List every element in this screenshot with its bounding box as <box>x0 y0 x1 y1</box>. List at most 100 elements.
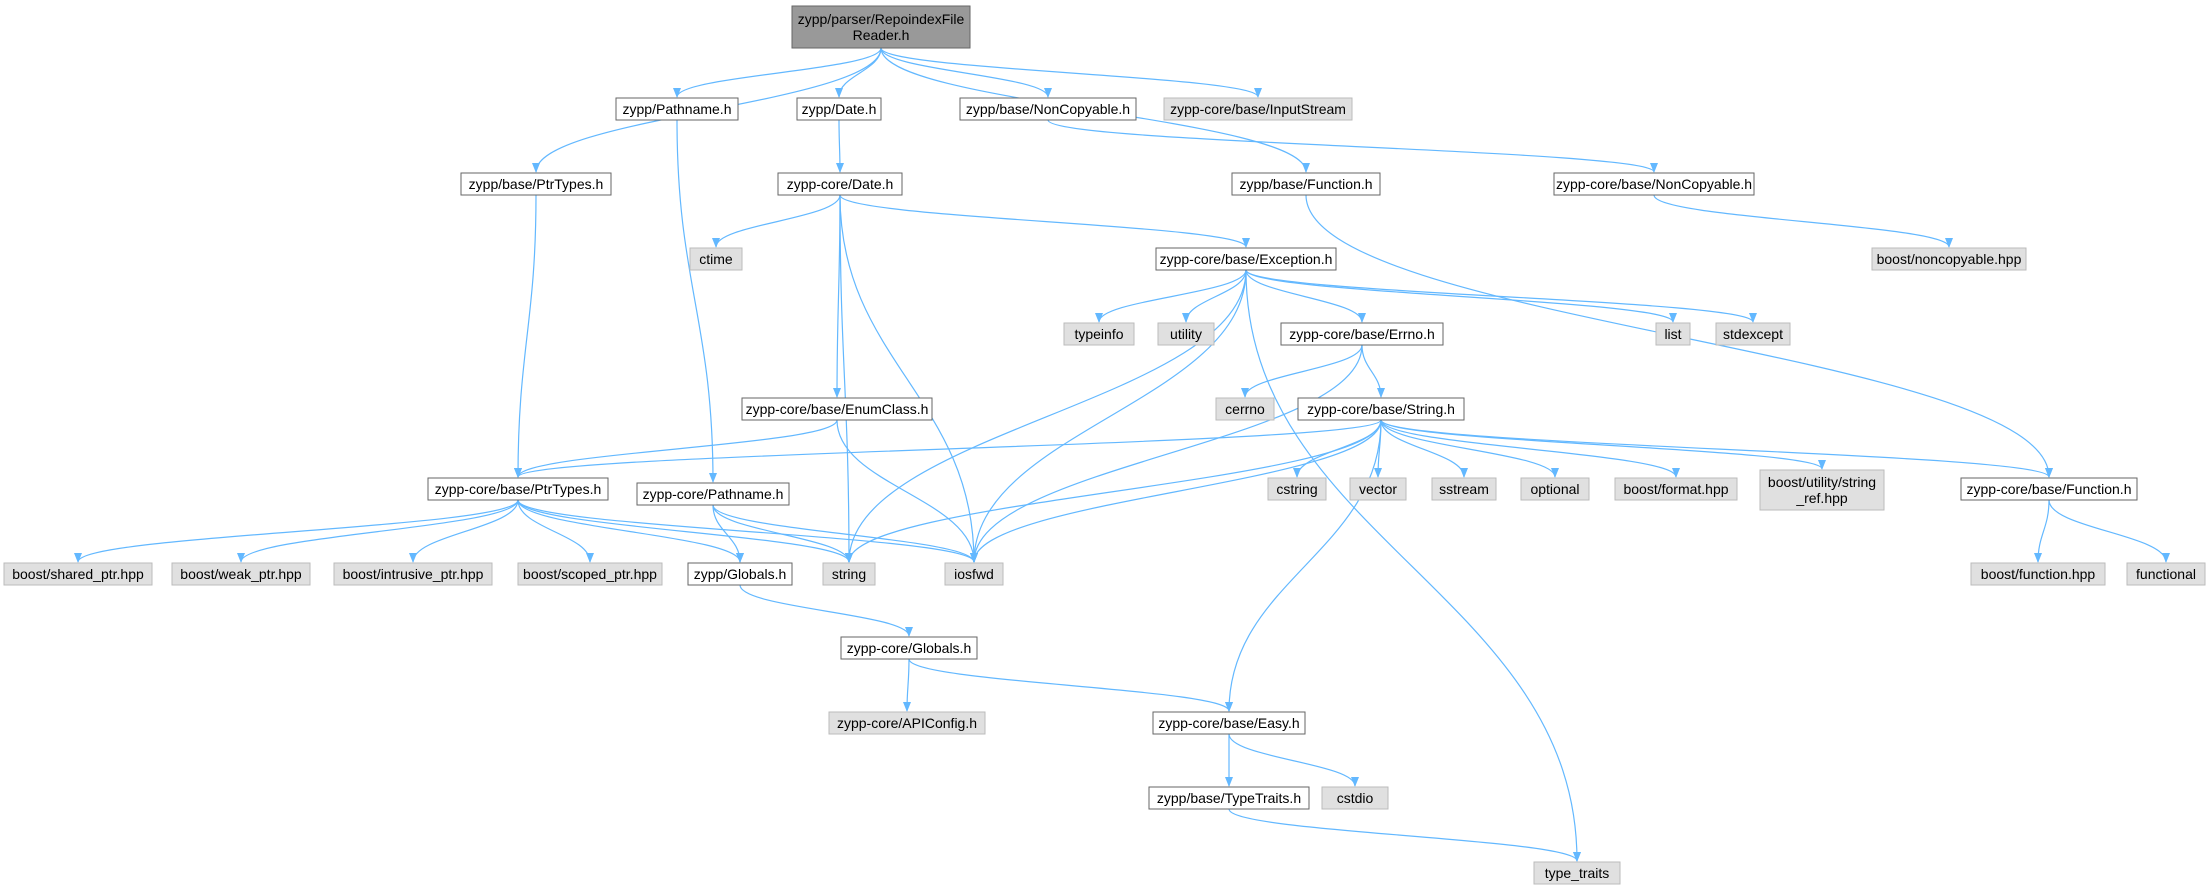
node-function[interactable]: zypp/base/Function.h <box>1231 172 1381 196</box>
node-errno[interactable]: zypp-core/base/Errno.h <box>1280 322 1444 346</box>
node-box <box>1163 97 1353 121</box>
node-box <box>1431 477 1497 501</box>
node-label: zypp-core/base/PtrTypes.h <box>435 481 602 497</box>
node-boostutility[interactable]: boost/utility/string_ref.hpp <box>1759 469 1885 511</box>
edge-ptrtypes-to-coreptrtypes <box>514 194 537 478</box>
node-pathname[interactable]: zypp/Pathname.h <box>615 97 739 121</box>
node-intrusiveptr[interactable]: boost/intrusive_ptr.hpp <box>333 562 493 586</box>
node-boostformat[interactable]: boost/format.hpp <box>1614 477 1738 501</box>
node-scopedptr[interactable]: boost/scoped_ptr.hpp <box>517 562 663 586</box>
edge-exception-to-utility <box>1182 269 1247 323</box>
node-noncopyable[interactable]: zypp/base/NonCopyable.h <box>959 97 1137 121</box>
node-type-traits[interactable]: type_traits <box>1533 861 1621 885</box>
edge-coreptrtypes-to-intrusiveptr <box>409 499 519 563</box>
node-corefunction[interactable]: zypp-core/base/Function.h <box>1960 477 2138 501</box>
node-optional[interactable]: optional <box>1520 477 1590 501</box>
node-easy[interactable]: zypp-core/base/Easy.h <box>1152 711 1306 735</box>
node-label: zypp/parser/RepoindexFile <box>798 11 965 27</box>
node-string[interactable]: string <box>822 562 876 586</box>
node-corenoncopyable[interactable]: zypp-core/base/NonCopyable.h <box>1553 172 1755 196</box>
edge-exception-to-iosfwd <box>970 269 1247 563</box>
node-enumclass[interactable]: zypp-core/base/EnumClass.h <box>741 397 933 421</box>
node-weakptr[interactable]: boost/weak_ptr.hpp <box>171 562 311 586</box>
node-inputstream[interactable]: zypp-core/base/InputStream <box>1163 97 1353 121</box>
node-box <box>2126 562 2206 586</box>
node-box <box>689 247 743 271</box>
node-cstring[interactable]: cstring <box>1267 477 1327 501</box>
node-list[interactable]: list <box>1655 322 1691 346</box>
node-ctime[interactable]: ctime <box>689 247 743 271</box>
node-box <box>1759 469 1885 511</box>
node-label: Reader.h <box>853 27 910 43</box>
node-stdexcept[interactable]: stdexcept <box>1715 322 1791 346</box>
node-box <box>1267 477 1327 501</box>
edge-coreptrtypes-to-iosfwd <box>517 499 978 563</box>
node-utility[interactable]: utility <box>1157 322 1215 346</box>
node-label: zypp-core/Pathname.h <box>643 486 784 502</box>
node-corepathname[interactable]: zypp-core/Pathname.h <box>636 482 790 506</box>
edge-typetraits-h-to-type-traits <box>1228 808 1581 862</box>
node-apiconfig[interactable]: zypp-core/APIConfig.h <box>828 711 986 735</box>
edge-errno-to-cerrno <box>1241 344 1363 398</box>
node-label: functional <box>2136 566 2196 582</box>
node-box <box>840 636 978 660</box>
node-label: zypp-core/base/NonCopyable.h <box>1556 176 1752 192</box>
edge-exception-to-string <box>845 269 1247 563</box>
node-sharedptr[interactable]: boost/shared_ptr.hpp <box>3 562 153 586</box>
edge-errno-to-iosfwd <box>970 344 1363 563</box>
edge-string-h-to-easy <box>1225 419 1382 712</box>
node-label: zypp-core/base/Exception.h <box>1160 251 1333 267</box>
node-cstdio[interactable]: cstdio <box>1321 786 1389 810</box>
node-box <box>1614 477 1738 501</box>
edge-coredate-to-iosfwd <box>839 194 978 563</box>
node-box <box>1871 247 2027 271</box>
node-box <box>1715 322 1791 346</box>
node-globals[interactable]: zypp/Globals.h <box>687 562 793 586</box>
node-typetraits-h[interactable]: zypp/base/TypeTraits.h <box>1148 786 1310 810</box>
edge-string-h-to-optional <box>1380 419 1559 478</box>
node-iosfwd[interactable]: iosfwd <box>944 562 1004 586</box>
node-boostfunction[interactable]: boost/function.hpp <box>1970 562 2106 586</box>
node-box <box>1215 397 1275 421</box>
node-label: typeinfo <box>1074 326 1123 342</box>
node-label: iosfwd <box>954 566 994 582</box>
edge-corefunction-to-functional <box>2048 499 2170 563</box>
edge-coreptrtypes-to-scopedptr <box>517 499 594 563</box>
edge-string-h-to-cstring <box>1293 419 1382 478</box>
edge-corepathname-to-iosfwd <box>712 504 978 563</box>
node-boostnoncopyable[interactable]: boost/noncopyable.hpp <box>1871 247 2027 271</box>
node-typeinfo[interactable]: typeinfo <box>1063 322 1135 346</box>
node-label: boost/noncopyable.hpp <box>1877 251 2022 267</box>
node-box <box>1152 711 1306 735</box>
edge-corefunction-to-boostfunction <box>2034 499 2050 563</box>
node-vector[interactable]: vector <box>1349 477 1407 501</box>
node-sstream[interactable]: sstream <box>1431 477 1497 501</box>
node-label: boost/function.hpp <box>1981 566 2096 582</box>
node-exception[interactable]: zypp-core/base/Exception.h <box>1155 247 1337 271</box>
node-date[interactable]: zypp/Date.h <box>796 97 882 121</box>
node-box <box>1280 322 1444 346</box>
edge-coredate-to-ctime <box>712 194 841 248</box>
edge-string-h-to-sstream <box>1380 419 1468 478</box>
node-coreglobals[interactable]: zypp-core/Globals.h <box>840 636 978 660</box>
node-label: optional <box>1530 481 1579 497</box>
edge-root-to-date <box>835 47 882 98</box>
node-string-h[interactable]: zypp-core/base/String.h <box>1297 397 1465 421</box>
edge-globals-to-coreglobals <box>739 584 913 637</box>
node-label: zypp-core/base/Function.h <box>1967 481 2132 497</box>
node-coreptrtypes[interactable]: zypp-core/base/PtrTypes.h <box>427 477 609 501</box>
node-cerrno[interactable]: cerrno <box>1215 397 1275 421</box>
node-coredate[interactable]: zypp-core/Date.h <box>777 172 903 196</box>
node-box <box>1655 322 1691 346</box>
node-label: utility <box>1170 326 1202 342</box>
edge-coredate-to-exception <box>839 194 1250 248</box>
edge-root-to-inputstream <box>880 47 1262 98</box>
node-label: zypp-core/Date.h <box>787 176 894 192</box>
node-box <box>777 172 903 196</box>
node-ptrtypes[interactable]: zypp/base/PtrTypes.h <box>460 172 612 196</box>
node-functional[interactable]: functional <box>2126 562 2206 586</box>
node-label: boost/weak_ptr.hpp <box>180 566 302 582</box>
node-label: boost/shared_ptr.hpp <box>12 566 144 582</box>
